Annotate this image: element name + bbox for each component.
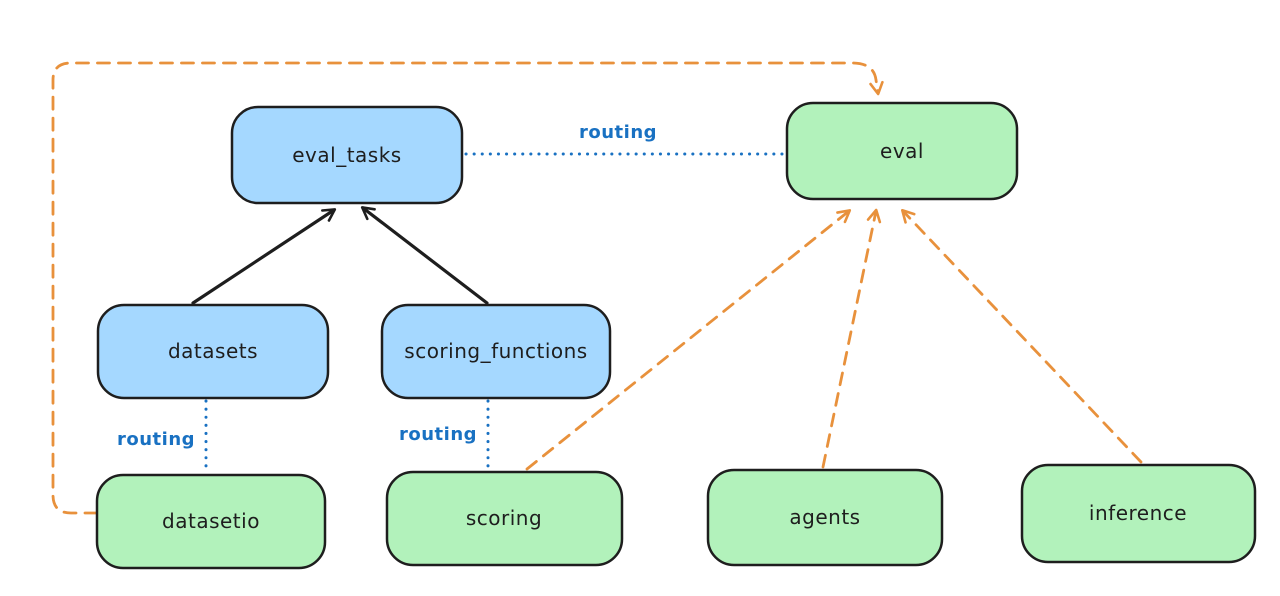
edge-inference-to-eval: [901, 208, 1143, 464]
node-eval: eval: [785, 101, 1019, 201]
node-eval-tasks: eval_tasks: [230, 105, 464, 205]
routing-label-datasets-datasetio: routing: [117, 429, 195, 450]
edge-scoring-to-eval: [525, 209, 852, 471]
node-datasets-label: datasets: [168, 339, 258, 363]
node-agents-box: [706, 468, 944, 567]
node-inference: inference: [1020, 463, 1257, 564]
node-scoring-functions: scoring_functions: [380, 303, 612, 400]
node-scoring-functions-label: scoring_functions: [404, 339, 587, 363]
node-datasets-box: [96, 303, 330, 400]
node-eval-label: eval: [880, 139, 924, 163]
node-datasets: datasets: [96, 303, 330, 400]
edge-datasetio-to-eval: [51, 61, 884, 515]
node-agents: agents: [706, 468, 944, 567]
node-eval-tasks-box: [230, 105, 464, 205]
node-scoring-label: scoring: [466, 506, 542, 530]
node-inference-box: [1020, 463, 1257, 564]
node-eval-box: [785, 101, 1019, 201]
edge-scoring-functions-to-eval-tasks: [360, 206, 489, 305]
routing-label-scoring-functions-scoring: routing: [399, 424, 477, 445]
node-scoring-box: [385, 470, 624, 567]
routing-label-eval-tasks-eval: routing: [579, 122, 657, 143]
node-eval-tasks-label: eval_tasks: [292, 143, 401, 167]
node-scoring-functions-box: [380, 303, 612, 400]
node-datasetio-box: [95, 473, 327, 570]
node-datasetio-label: datasetio: [162, 509, 260, 533]
node-agents-label: agents: [789, 505, 860, 529]
node-scoring: scoring: [385, 470, 624, 567]
edge-datasets-to-eval-tasks: [191, 208, 337, 305]
edge-agents-to-eval: [821, 208, 882, 469]
node-inference-label: inference: [1089, 501, 1187, 525]
node-datasetio: datasetio: [95, 473, 327, 570]
